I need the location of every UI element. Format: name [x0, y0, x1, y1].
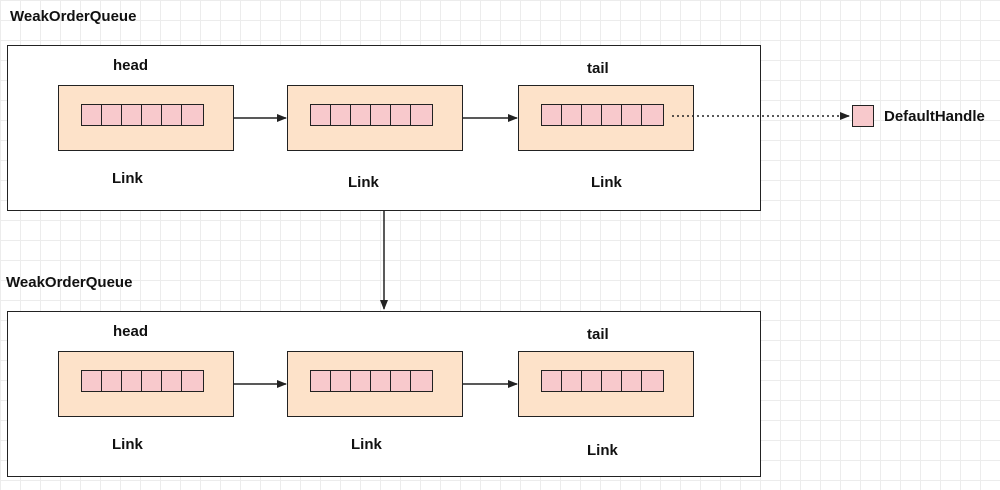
queue-2-link-2-label: Link — [351, 436, 382, 453]
slot-array — [81, 104, 204, 126]
queue-2-link-3 — [518, 351, 694, 417]
slot — [82, 105, 102, 125]
slot — [102, 105, 122, 125]
queue-1-link-1 — [58, 85, 234, 151]
slot — [391, 371, 411, 391]
slot — [391, 105, 411, 125]
slot — [162, 105, 182, 125]
slot-array — [310, 104, 433, 126]
slot — [371, 105, 391, 125]
slot — [411, 105, 432, 125]
queue-1-link-2-label: Link — [348, 174, 379, 191]
slot — [622, 371, 642, 391]
queue-1-head-label: head — [113, 57, 149, 74]
default-handle-node — [852, 105, 874, 127]
queue-1-link-3 — [518, 85, 694, 151]
slot — [182, 105, 203, 125]
queue-1-link-2 — [287, 85, 463, 151]
slot — [642, 371, 663, 391]
slot — [602, 105, 622, 125]
slot — [82, 371, 102, 391]
queue-2-link-2 — [287, 351, 463, 417]
slot — [142, 105, 162, 125]
slot-array — [541, 370, 664, 392]
slot — [562, 105, 582, 125]
slot — [122, 105, 142, 125]
queue-2-title: WeakOrderQueue — [6, 274, 133, 291]
slot — [351, 105, 371, 125]
slot — [331, 105, 351, 125]
slot — [542, 105, 562, 125]
slot — [642, 105, 663, 125]
slot — [182, 371, 203, 391]
slot — [371, 371, 391, 391]
slot — [311, 105, 331, 125]
slot — [542, 371, 562, 391]
queue-1-link-1-label: Link — [112, 170, 143, 187]
slot — [622, 105, 642, 125]
slot — [311, 371, 331, 391]
slot — [582, 105, 602, 125]
queue-2-link-3-label: Link — [587, 442, 618, 459]
queue-1-title: WeakOrderQueue — [10, 8, 137, 25]
slot — [582, 371, 602, 391]
slot — [602, 371, 622, 391]
queue-2-head-label: head — [113, 323, 149, 340]
slot-array — [310, 370, 433, 392]
slot — [102, 371, 122, 391]
queue-1-link-3-label: Link — [591, 174, 622, 191]
slot-array — [541, 104, 664, 126]
slot — [122, 371, 142, 391]
slot — [411, 371, 432, 391]
queue-2-tail-label: tail — [587, 326, 609, 343]
slot — [142, 371, 162, 391]
slot — [351, 371, 371, 391]
queue-2-link-1-label: Link — [112, 436, 143, 453]
slot — [331, 371, 351, 391]
slot — [562, 371, 582, 391]
slot-array — [81, 370, 204, 392]
default-handle-label: DefaultHandle — [884, 108, 985, 125]
slot — [162, 371, 182, 391]
queue-1-tail-label: tail — [587, 60, 609, 77]
queue-2-link-1 — [58, 351, 234, 417]
